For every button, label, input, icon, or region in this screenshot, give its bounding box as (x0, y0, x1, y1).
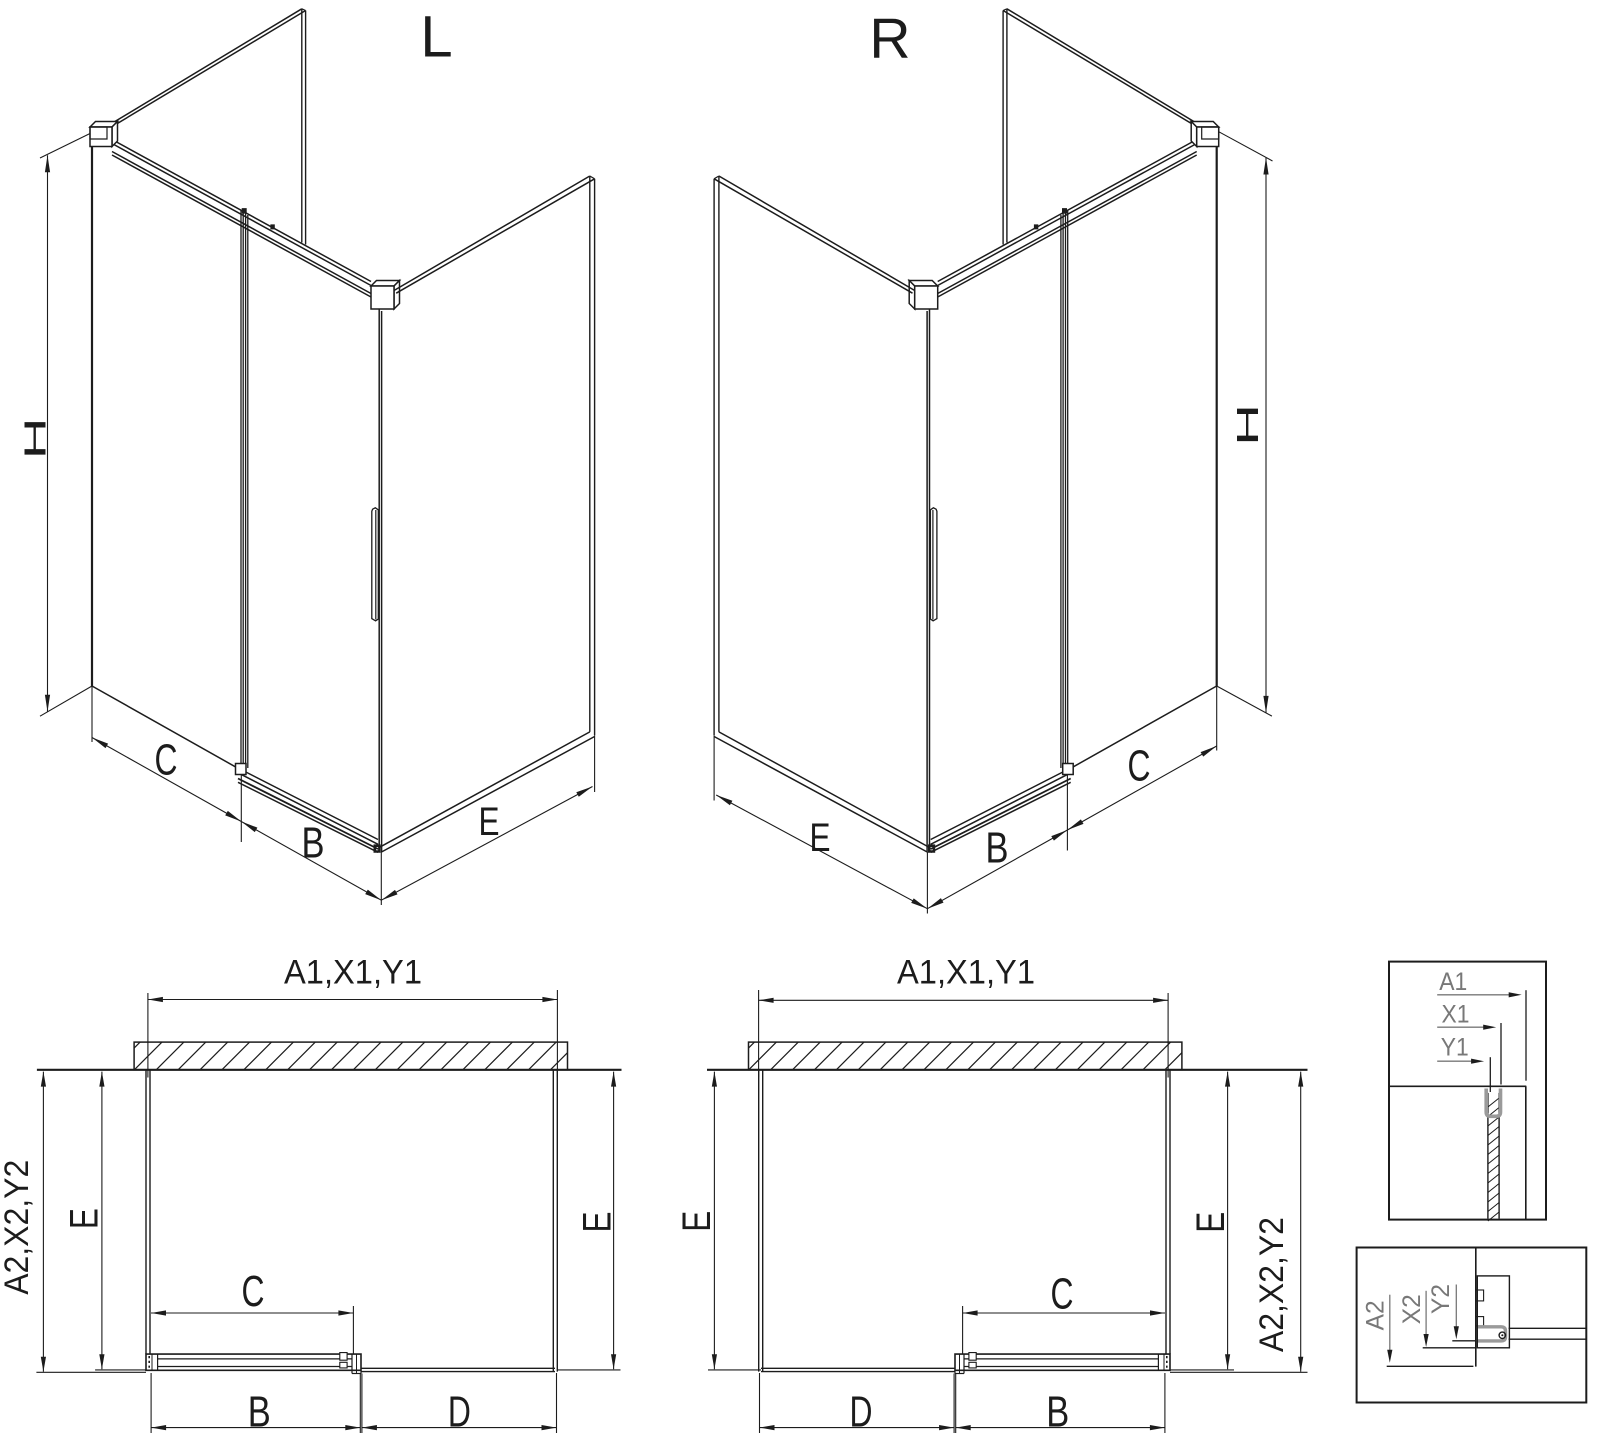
svg-text:H: H (1230, 404, 1265, 446)
svg-text:A2,X2,Y2: A2,X2,Y2 (1253, 1217, 1291, 1352)
svg-text:C: C (1128, 742, 1151, 791)
svg-text:A2: A2 (1361, 1300, 1389, 1330)
svg-text:A1,X1,Y1: A1,X1,Y1 (284, 953, 422, 991)
svg-text:L: L (420, 5, 452, 70)
svg-text:B: B (986, 824, 1009, 873)
svg-text:E: E (675, 1211, 719, 1232)
svg-text:D: D (448, 1388, 471, 1437)
svg-text:R: R (869, 7, 910, 71)
svg-text:E: E (810, 816, 831, 860)
svg-text:A2,X2,Y2: A2,X2,Y2 (0, 1160, 36, 1295)
svg-text:Y2: Y2 (1427, 1284, 1455, 1314)
svg-text:B: B (302, 819, 325, 868)
svg-text:C: C (242, 1267, 265, 1316)
svg-text:E: E (479, 800, 500, 844)
svg-text:X1: X1 (1442, 1000, 1470, 1028)
svg-text:H: H (17, 417, 52, 459)
svg-text:Y1: Y1 (1441, 1033, 1469, 1061)
svg-text:C: C (1051, 1270, 1074, 1319)
svg-text:E: E (1189, 1212, 1233, 1233)
svg-text:A1,X1,Y1: A1,X1,Y1 (897, 953, 1035, 991)
svg-text:A1: A1 (1439, 968, 1467, 996)
svg-text:E: E (63, 1208, 107, 1229)
svg-text:X2: X2 (1398, 1294, 1426, 1324)
svg-text:E: E (576, 1212, 620, 1233)
svg-text:D: D (850, 1388, 873, 1437)
svg-text:B: B (1046, 1388, 1069, 1437)
svg-text:B: B (248, 1388, 271, 1437)
svg-text:C: C (155, 736, 178, 785)
